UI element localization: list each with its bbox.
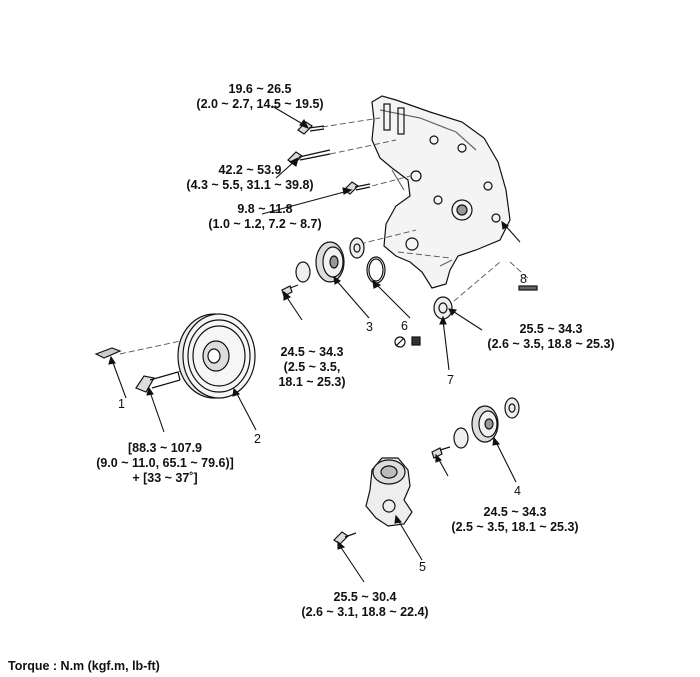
crankshaft-bolt xyxy=(135,371,181,393)
torque-unit-caption: Torque : N.m (kgf.m, lb-ft) xyxy=(8,659,160,673)
torque-label-4-line2: (2.5 ~ 3.5, xyxy=(283,360,341,374)
torque-label-2-line1: 42.2 ~ 53.9 xyxy=(218,163,282,177)
part-number-5: 5 xyxy=(419,560,426,574)
torque-label-4-line1: 24.5 ~ 34.3 xyxy=(280,345,344,359)
torque-label-6-line2: (9.0 ~ 11.0, 65.1 ~ 79.6)] xyxy=(96,456,234,470)
torque-label-7-line1: 24.5 ~ 34.3 xyxy=(483,505,547,519)
torque-label-5-line1: 25.5 ~ 34.3 xyxy=(519,322,583,336)
torque-label-7: 24.5 ~ 34.3 (2.5 ~ 3.5, 18.1 ~ 25.3) xyxy=(430,505,600,535)
torque-label-8-line1: 25.5 ~ 30.4 xyxy=(333,590,397,604)
torque-label-1-line2: (2.0 ~ 2.7, 14.5 ~ 19.5) xyxy=(196,97,324,111)
torque-label-8: 25.5 ~ 30.4 (2.6 ~ 3.1, 18.8 ~ 22.4) xyxy=(280,590,450,620)
replace-symbol-icon xyxy=(394,336,421,348)
part-number-6: 6 xyxy=(401,319,408,333)
torque-label-2-line2: (4.3 ~ 5.5, 31.1 ~ 39.8) xyxy=(186,178,314,192)
auto-tensioner xyxy=(333,457,413,545)
torque-label-1: 19.6 ~ 26.5 (2.0 ~ 2.7, 14.5 ~ 19.5) xyxy=(180,82,340,112)
oil-seal xyxy=(433,296,453,320)
part-number-7: 7 xyxy=(447,373,454,387)
part-number-4: 4 xyxy=(514,484,521,498)
torque-label-3-line1: 9.8 ~ 11.8 xyxy=(237,202,293,216)
timing-chain-cover xyxy=(371,95,511,289)
idler-pulley-upper xyxy=(281,237,365,297)
torque-label-7-line2: (2.5 ~ 3.5, 18.1 ~ 25.3) xyxy=(451,520,579,534)
idler-pulley-lower xyxy=(431,397,520,459)
part-number-3: 3 xyxy=(366,320,373,334)
torque-label-6: [88.3 ~ 107.9 (9.0 ~ 11.0, 65.1 ~ 79.6)]… xyxy=(80,441,250,486)
torque-label-1-line1: 19.6 ~ 26.5 xyxy=(228,82,292,96)
torque-label-3: 9.8 ~ 11.8 (1.0 ~ 1.2, 7.2 ~ 8.7) xyxy=(190,202,340,232)
part-number-8: 8 xyxy=(520,272,527,286)
torque-label-4-line3: 18.1 ~ 25.3) xyxy=(278,375,346,389)
torque-label-4: 24.5 ~ 34.3 (2.5 ~ 3.5, 18.1 ~ 25.3) xyxy=(262,345,362,390)
torque-label-8-line2: (2.6 ~ 3.1, 18.8 ~ 22.4) xyxy=(301,605,429,619)
torque-label-5-line2: (2.6 ~ 3.5, 18.8 ~ 25.3) xyxy=(487,337,615,351)
torque-label-2: 42.2 ~ 53.9 (4.3 ~ 5.5, 31.1 ~ 39.8) xyxy=(170,163,330,193)
torque-label-5: 25.5 ~ 34.3 (2.6 ~ 3.5, 18.8 ~ 25.3) xyxy=(476,322,626,352)
torque-label-3-line2: (1.0 ~ 1.2, 7.2 ~ 8.7) xyxy=(208,217,322,231)
crankshaft-damper-pulley xyxy=(177,313,256,399)
dowel-pin xyxy=(518,285,538,291)
o-ring xyxy=(366,256,386,284)
woodruff-key xyxy=(94,347,122,359)
torque-label-6-line3: + [33 ~ 37˚] xyxy=(132,471,198,485)
part-number-2: 2 xyxy=(254,432,261,446)
part-number-1: 1 xyxy=(118,397,125,411)
torque-label-6-line1: [88.3 ~ 107.9 xyxy=(127,441,203,455)
